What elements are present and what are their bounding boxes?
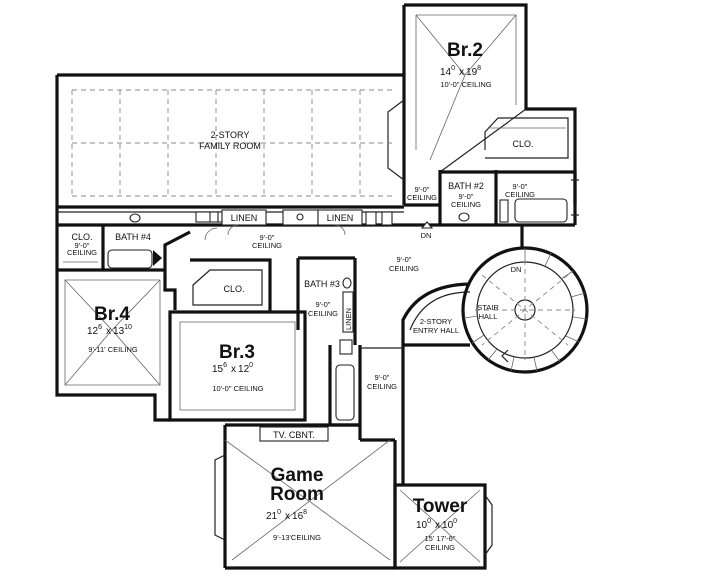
game-room-ceiling: 9'-13'CEILING — [273, 533, 321, 542]
br2-closet-label: CLO. — [512, 139, 533, 149]
br2-name: Br.2 — [447, 40, 483, 61]
bath2-ceiling-c-1: 9'-0" — [513, 182, 528, 191]
stair-hall-line1: STAIR — [477, 303, 499, 312]
stair-hall-line2: HALL — [479, 312, 498, 321]
br3-ceiling: 10'-0" CEILING — [212, 384, 263, 393]
br4-closet-ceiling-1: 9'-0" — [75, 241, 90, 250]
corridor-ceiling-2: CEILING — [367, 382, 397, 391]
br3-name: Br.3 — [219, 342, 255, 363]
bath-2: BATH #2 9'-0" CEILING 9'-0" CEILING 9'-0… — [404, 170, 579, 240]
bath3-sink — [342, 277, 352, 289]
hall-ceiling-1: 9'-0" — [260, 233, 275, 242]
lower-corridor: 9'-0" CEILING — [360, 345, 405, 485]
br4-closet-ceiling-2: CEILING — [67, 248, 97, 257]
dn-stair: DN — [511, 265, 522, 274]
br4-name: Br.4 — [94, 304, 130, 325]
game-room-line1: Game — [271, 465, 324, 486]
linen-3: LINEN — [344, 308, 353, 330]
family-room: 2-STORY FAMILY ROOM — [55, 73, 440, 209]
bath3-toilet — [339, 339, 353, 355]
hall-ceiling-2: CEILING — [252, 241, 282, 250]
bath4-sink — [129, 213, 141, 223]
br3-closet-label: CLO. — [223, 284, 244, 294]
bath4-tub — [107, 249, 153, 269]
central-hall: 9'-0" CEILING 9'-0" CEILING — [204, 224, 419, 273]
br2-ceiling: 10'-0" CEILING — [440, 80, 491, 89]
door-arrow-icon — [420, 221, 434, 229]
entry-hall-line1: 2-STORY — [420, 317, 452, 326]
bath4-label: BATH #4 — [115, 232, 151, 242]
bath3-ceiling-1: 9'-0" — [316, 300, 331, 309]
bath2-ceiling-b-1: 9'-0" — [459, 192, 474, 201]
bath3-ceiling-2: CEILING — [308, 309, 338, 318]
bath2-ceiling-a-1: 9'-0" — [415, 185, 430, 194]
stair-treads — [463, 248, 588, 372]
tv-cabinet: TV. CBNT. — [273, 430, 315, 440]
landing-ceiling-1: 9'-0" — [397, 255, 412, 264]
bath2-tub — [514, 198, 568, 223]
light-fixture-icon — [296, 213, 304, 221]
bath-3-block: CLO. BATH #3 9'-0" CEILING LINEN — [190, 256, 362, 427]
tower-ceiling-2: CEILING — [425, 543, 455, 552]
bath-4: CLO. 9'-0" CEILING BATH #4 — [57, 211, 211, 272]
family-room-line2: FAMILY ROOM — [199, 141, 261, 151]
entry-hall-line2: ENTRY HALL — [413, 326, 459, 335]
upper-hallway: LINEN LINEN — [55, 207, 404, 270]
bath2-toilet — [499, 199, 509, 223]
br4-ceiling: 9'-11' CEILING — [88, 345, 138, 354]
bath2-label: BATH #2 — [448, 181, 484, 191]
dn-top: DN — [421, 231, 432, 240]
game-room-line2: Room — [270, 484, 324, 505]
family-room-line1: 2-STORY — [211, 130, 250, 140]
bath2-ceiling-b-2: CEILING — [451, 200, 481, 209]
bath2-ceiling-a-2: CEILING — [407, 193, 437, 202]
tower-name: Tower — [413, 496, 468, 517]
bath2-ceiling-c-2: CEILING — [505, 190, 535, 199]
bath2-sink — [458, 212, 470, 222]
linen-2: LINEN — [327, 213, 354, 223]
br4-closet-label: CLO. — [71, 232, 92, 242]
linen-1: LINEN — [231, 213, 258, 223]
bath3-tub — [335, 364, 355, 421]
entry-stair-hall: DN STAIR HALL 2-STORY ENTRY HALL — [401, 225, 589, 374]
tower-ceiling-1: 15' 17'-6" — [425, 534, 456, 543]
bath3-label: BATH #3 — [304, 279, 340, 289]
corridor-ceiling-1: 9'-0" — [375, 373, 390, 382]
landing-ceiling-2: CEILING — [389, 264, 419, 273]
bath4-toilet — [195, 211, 211, 223]
